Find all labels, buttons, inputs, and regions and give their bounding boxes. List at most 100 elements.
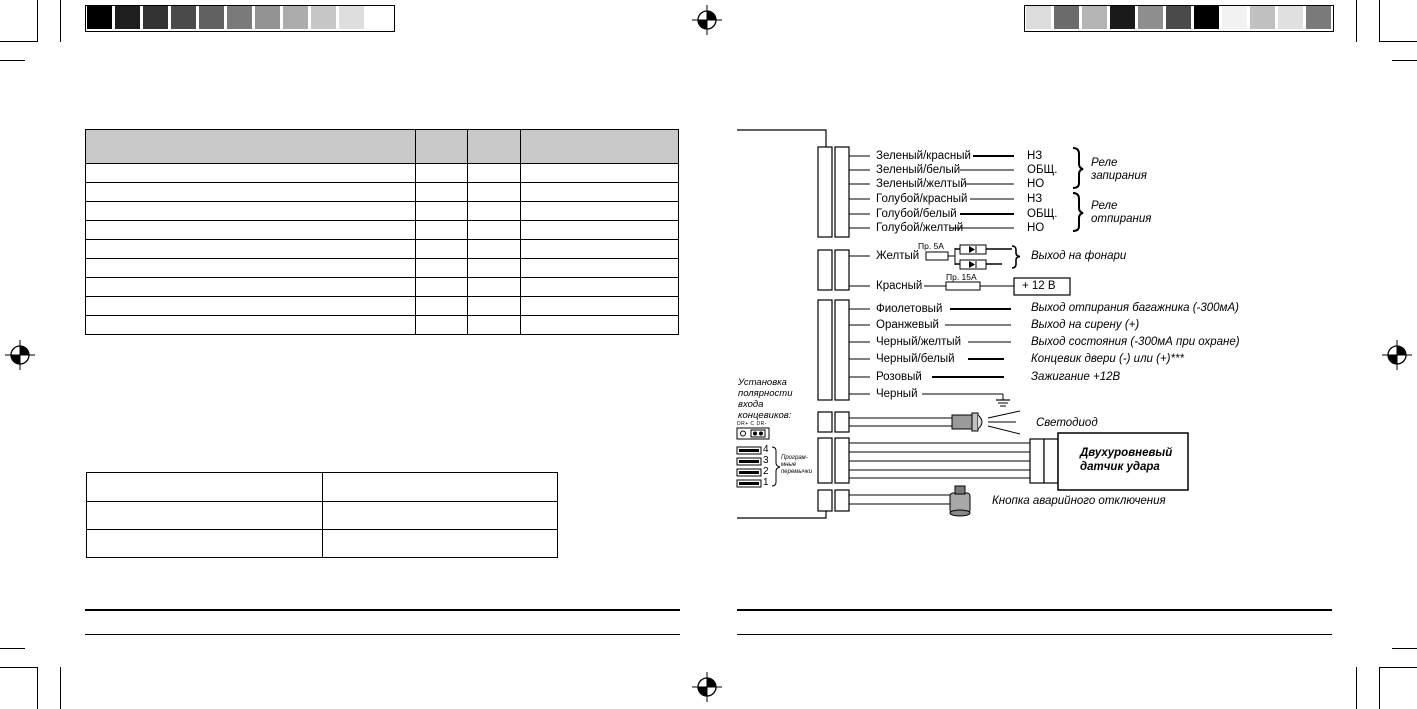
color-swatch bbox=[1110, 6, 1135, 29]
crop-mark bbox=[0, 667, 38, 668]
polarity-label: Установка полярности входа концевиков: bbox=[738, 377, 793, 421]
color-swatch bbox=[1138, 6, 1163, 29]
color-swatch bbox=[1166, 6, 1191, 29]
table-row bbox=[85, 182, 679, 202]
output-label: Выход на фонари bbox=[1031, 250, 1127, 262]
color-swatch bbox=[115, 6, 140, 29]
contact-label: НО bbox=[1027, 222, 1045, 234]
jumper-number: 2 bbox=[763, 466, 769, 477]
table-row bbox=[85, 315, 679, 335]
crop-mark bbox=[37, 0, 38, 42]
table-row bbox=[85, 239, 679, 259]
wire-label: Черный/желтый bbox=[876, 336, 962, 348]
footer-rule bbox=[737, 609, 1332, 611]
relay-unlock-label: Реле отпирания bbox=[1091, 200, 1152, 225]
spec-table bbox=[85, 129, 679, 335]
color-bar-right bbox=[1024, 5, 1334, 32]
wire-label: Зеленый/красный bbox=[876, 150, 971, 162]
registration-mark-icon bbox=[692, 5, 722, 35]
table-header-row bbox=[85, 129, 679, 164]
crop-mark bbox=[37, 667, 38, 709]
fuse-label: Пр. 5А bbox=[918, 241, 944, 251]
color-swatch bbox=[171, 6, 196, 29]
color-swatch bbox=[339, 6, 364, 29]
table-row bbox=[85, 258, 679, 278]
output-desc: Зажигание +12В bbox=[1031, 371, 1121, 383]
wire-label: Оранжевый bbox=[876, 319, 939, 331]
crop-mark bbox=[1379, 41, 1417, 42]
contact-label: ОБЩ. bbox=[1027, 208, 1058, 220]
color-swatch bbox=[311, 6, 336, 29]
wire-label: Зеленый/белый bbox=[876, 164, 961, 176]
wire-label: Розовый bbox=[876, 371, 922, 383]
table-row bbox=[85, 163, 679, 183]
output-desc: Выход состояния (-300мА при охране) bbox=[1031, 336, 1240, 348]
footer-rule bbox=[85, 634, 680, 635]
crop-mark bbox=[60, 667, 61, 709]
wire-label: Красный bbox=[876, 280, 923, 292]
color-swatch bbox=[199, 6, 224, 29]
color-bar-left bbox=[85, 5, 395, 32]
color-swatch bbox=[1250, 6, 1275, 29]
color-swatch bbox=[1054, 6, 1079, 29]
color-swatch bbox=[1306, 6, 1331, 29]
registration-mark-icon bbox=[5, 340, 35, 370]
wire-label: Голубой/желтый bbox=[876, 222, 964, 234]
polarity-switch-text: DR+ C DR- bbox=[737, 421, 767, 427]
crop-mark bbox=[60, 0, 61, 42]
color-swatch bbox=[1278, 6, 1303, 29]
wire-label: Голубой/красный bbox=[876, 193, 968, 205]
jumper-label: Програм- мные перемычки bbox=[781, 455, 813, 475]
color-swatch bbox=[1026, 6, 1051, 29]
output-desc: Выход отпирания багажника (-300мА) bbox=[1031, 302, 1239, 314]
crop-mark bbox=[0, 648, 25, 649]
color-swatch bbox=[367, 6, 392, 29]
led-label: Светодиод bbox=[1036, 417, 1098, 429]
crop-mark bbox=[1356, 667, 1357, 709]
wire-label: Зеленый/желтый bbox=[876, 178, 967, 190]
color-swatch bbox=[227, 6, 252, 29]
crop-mark bbox=[1379, 667, 1380, 709]
supply-label: + 12 В bbox=[1022, 280, 1056, 292]
output-desc: Концевик двери (-) или (+)*** bbox=[1031, 353, 1184, 365]
wire-label: Желтый bbox=[876, 250, 920, 262]
contact-label: НЗ bbox=[1027, 193, 1043, 205]
contact-label: НЗ bbox=[1027, 150, 1043, 162]
output-desc: Выход на сирену (+) bbox=[1031, 319, 1140, 331]
jumper-number: 3 bbox=[763, 455, 769, 466]
color-swatch bbox=[143, 6, 168, 29]
small-table bbox=[86, 472, 558, 558]
emergency-button-label: Кнопка аварийного отключения bbox=[992, 495, 1166, 507]
registration-mark-icon bbox=[1382, 340, 1412, 370]
color-swatch bbox=[1222, 6, 1247, 29]
table-row bbox=[85, 220, 679, 240]
crop-mark bbox=[1356, 0, 1357, 42]
jumper-number: 4 bbox=[763, 444, 769, 455]
color-swatch bbox=[1194, 6, 1219, 29]
table-row bbox=[86, 472, 558, 502]
fuse-label: Пр. 15А bbox=[946, 272, 977, 282]
color-swatch bbox=[283, 6, 308, 29]
shock-sensor-label: Двухуровневый датчик удара bbox=[1080, 447, 1173, 473]
wire-label: Фиолетовый bbox=[876, 303, 943, 315]
contact-label: ОБЩ. bbox=[1027, 164, 1058, 176]
jumper-number: 1 bbox=[763, 477, 769, 488]
crop-mark bbox=[1392, 60, 1417, 61]
color-swatch bbox=[1082, 6, 1107, 29]
footer-rule bbox=[737, 634, 1332, 635]
table-row bbox=[86, 529, 558, 558]
wire-label: Черный bbox=[876, 388, 918, 400]
registration-mark-icon bbox=[692, 672, 722, 702]
wire-label: Черный/белый bbox=[876, 353, 955, 365]
crop-mark bbox=[0, 41, 38, 42]
crop-mark bbox=[1379, 0, 1380, 42]
crop-mark bbox=[0, 60, 25, 61]
crop-mark bbox=[1379, 667, 1417, 668]
contact-label: НО bbox=[1027, 178, 1045, 190]
relay-lock-label: Реле запирания bbox=[1091, 157, 1147, 182]
color-swatch bbox=[87, 6, 112, 29]
table-row bbox=[85, 296, 679, 316]
color-swatch bbox=[255, 6, 280, 29]
footer-rule bbox=[85, 609, 680, 611]
